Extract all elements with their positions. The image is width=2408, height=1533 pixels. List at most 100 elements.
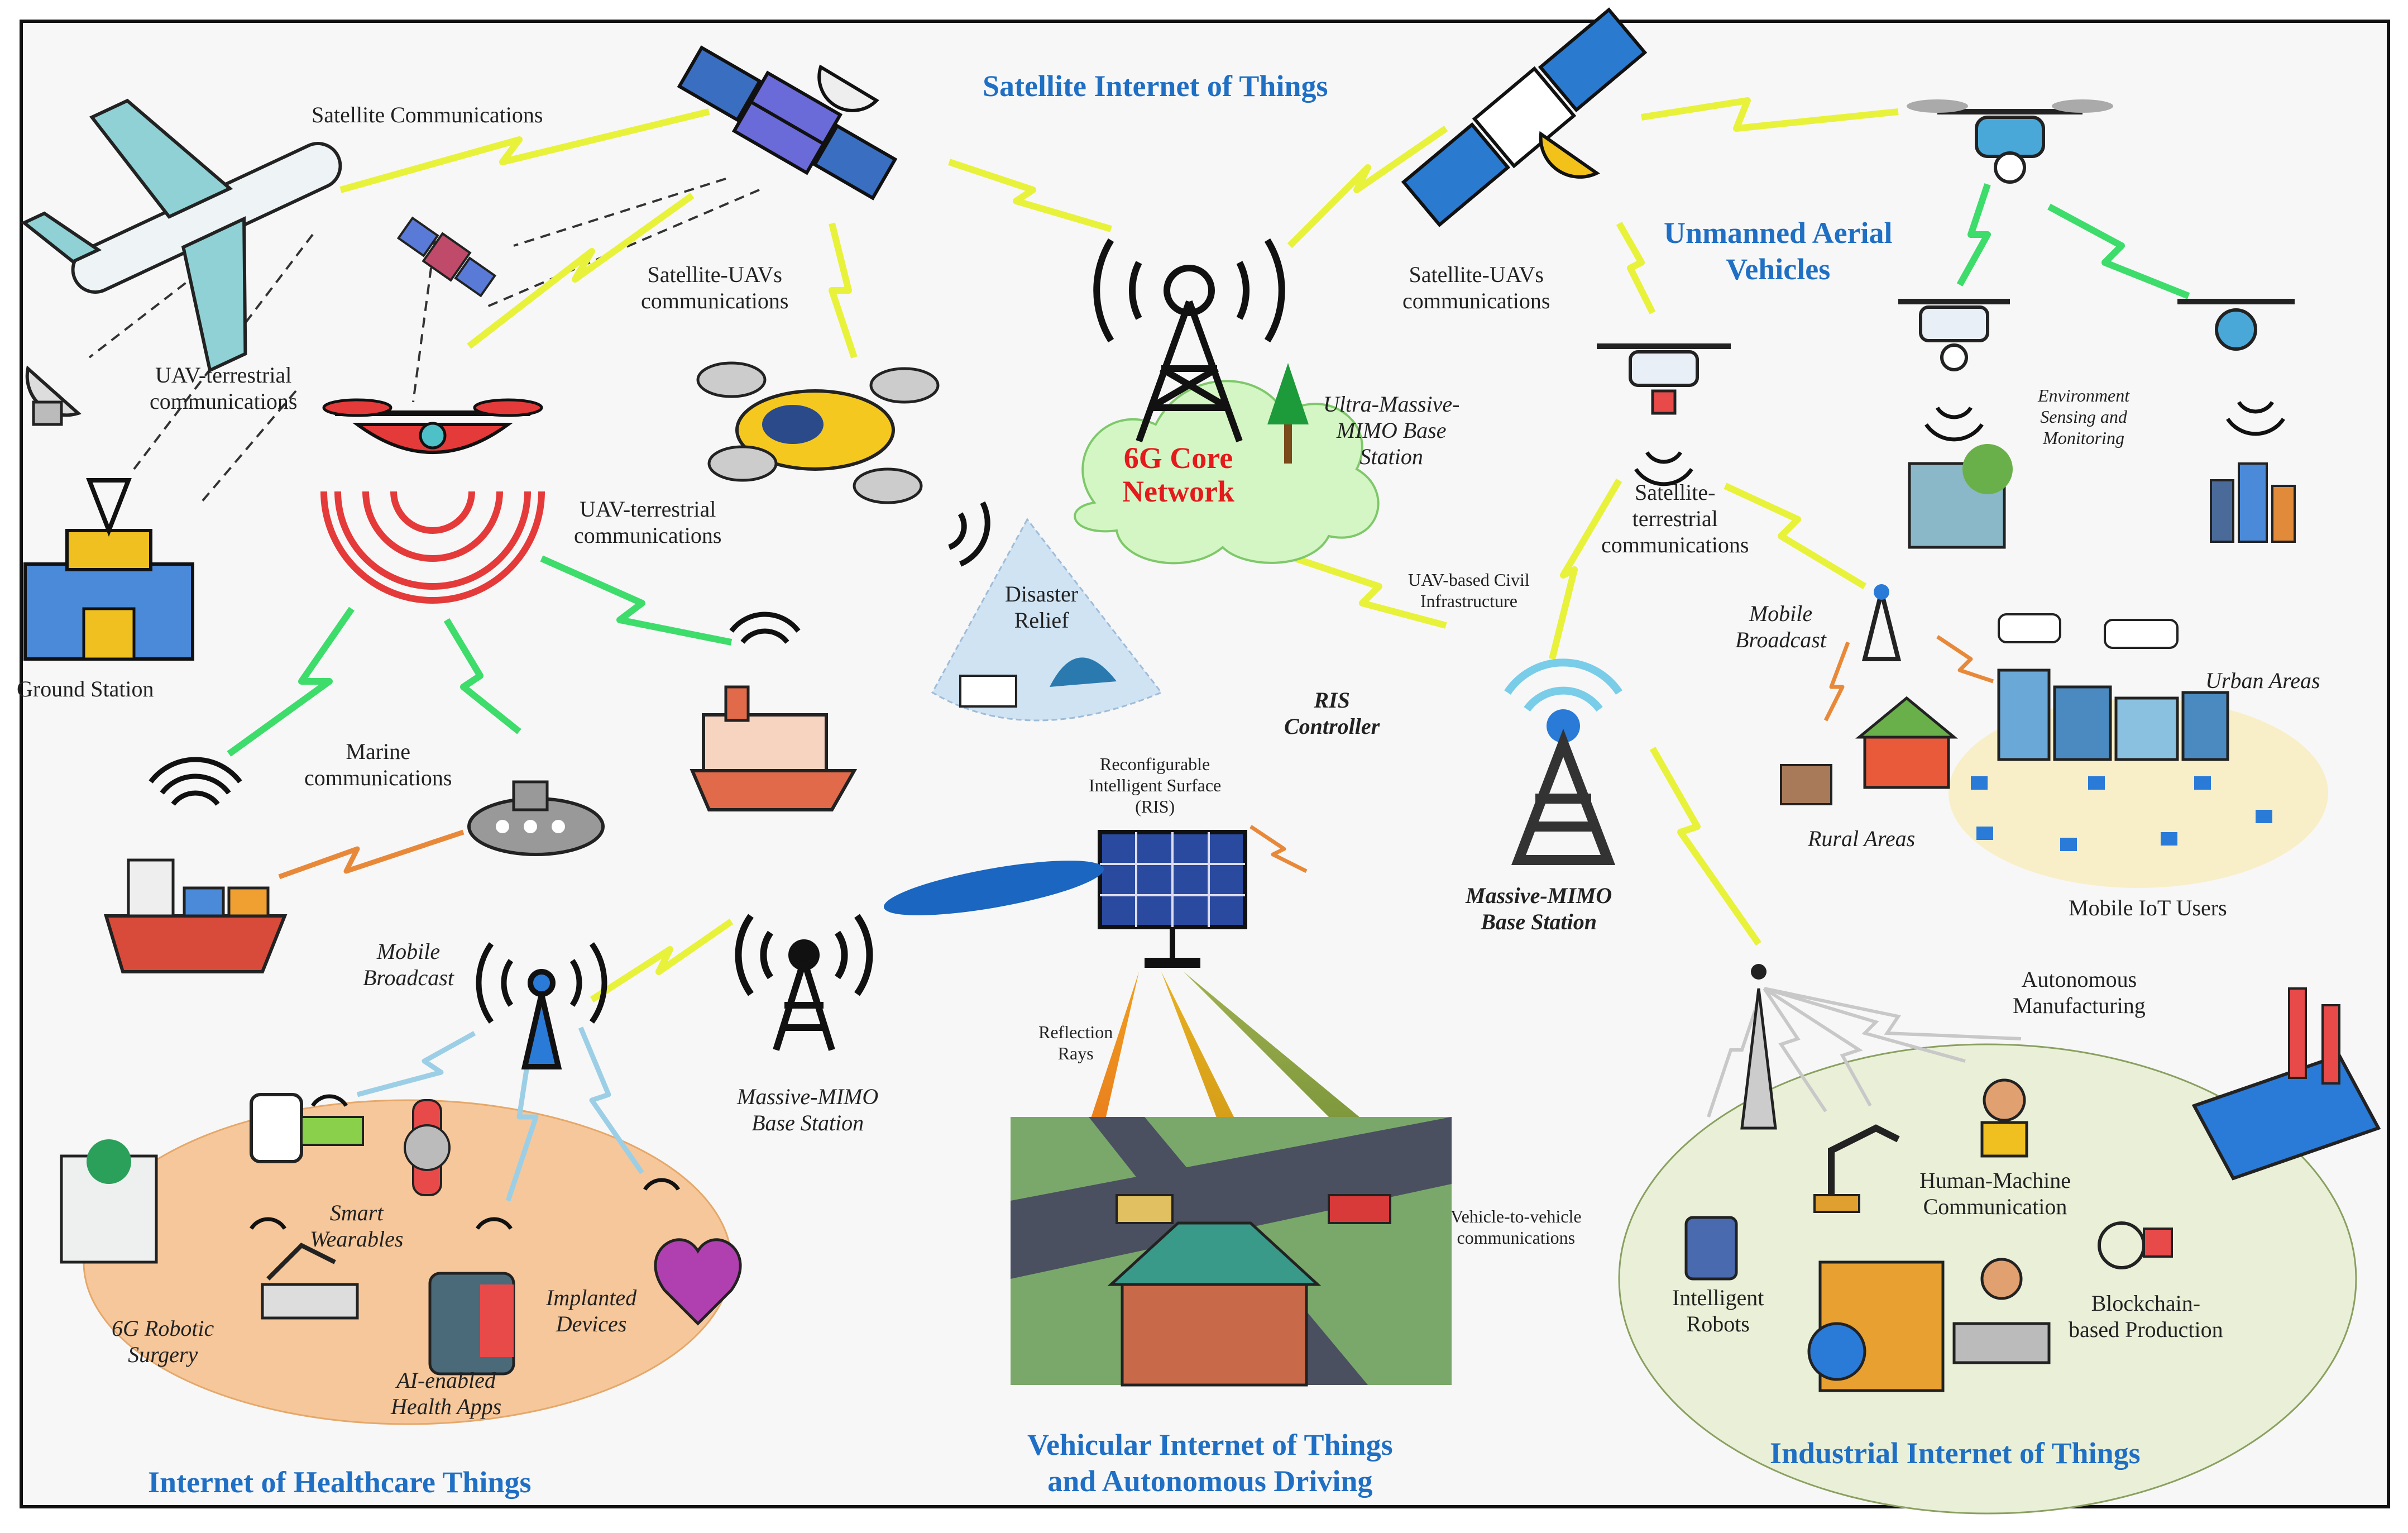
uav-signal-rings — [320, 491, 545, 604]
ground-station-icon — [23, 478, 194, 661]
uav-terrestrial-top-line2: communications — [150, 389, 298, 414]
massive-mimo-right-label: Massive-MIMO Base Station — [1466, 882, 1612, 935]
section-vehicular: Vehicular Internet of Things and Autonom… — [1027, 1427, 1393, 1499]
mimo-tower-right-icon — [1504, 658, 1622, 865]
marine-comms-line2: communications — [304, 765, 452, 791]
factory-links — [1707, 987, 2022, 1117]
ris-panel-icon — [1098, 830, 1247, 968]
urban-areas-label: Urban Areas — [2205, 668, 2320, 693]
ris-controller-line2: Controller — [1284, 714, 1380, 739]
satellite-uavs-right-label: Satellite-UAVs communications — [1402, 261, 1550, 314]
smart-wearables-line1: Smart — [329, 1200, 384, 1225]
robotic-surgery-line2: Surgery — [128, 1342, 198, 1368]
satellite-terrestrial-line3: communications — [1601, 532, 1749, 558]
mimo-tower-left-icon — [735, 914, 873, 1051]
ris-line1: Reconfigurable — [1099, 754, 1210, 774]
environment-building-icon — [1908, 444, 2013, 549]
core-tower-icon — [1093, 238, 1285, 443]
mobile-broadcast-right-line1: Mobile — [1749, 601, 1813, 626]
uav-terrestrial-top-line1: UAV-terrestrial — [155, 362, 292, 388]
satellite-terrestrial-label: Satellite- terrestrial communications — [1601, 479, 1749, 558]
drone-right-icon — [2177, 299, 2295, 351]
signal-waves-icon — [948, 501, 990, 567]
wifi-icon — [250, 1094, 680, 1230]
red-uav-icon — [322, 398, 543, 454]
health-app-icon — [428, 1272, 515, 1376]
broadcast-tower-icon — [1861, 584, 1902, 661]
ris-line2: Intelligent Surface — [1089, 775, 1222, 795]
marine-comms-label: Marine communications — [304, 738, 452, 791]
uav-civil-line2: Infrastructure — [1420, 590, 1517, 611]
smart-city-image — [1011, 1117, 1452, 1387]
section-vehicular-line1: Vehicular Internet of Things — [1027, 1428, 1393, 1462]
section-uav-line1: Unmanned Aerial — [1664, 216, 1893, 250]
cargo-ship-icon — [103, 858, 288, 973]
ultra-mimo-line2: MIMO Base — [1336, 418, 1447, 443]
wifi-icon — [149, 757, 242, 806]
reflection-rays-line2: Rays — [1057, 1043, 1094, 1063]
intelligent-robots-line2: Robots — [1686, 1311, 1750, 1337]
conveyor-icon — [1952, 1258, 2051, 1364]
health-apps-label: AI-enabled Health Apps — [391, 1367, 501, 1420]
env-sensing-label: Environment Sensing and Monitoring — [2038, 385, 2129, 448]
massive-mimo-right-line1: Massive-MIMO — [1466, 883, 1612, 908]
blockchain-line1: Blockchain- — [2091, 1291, 2201, 1316]
hmc-line1: Human-Machine — [1919, 1168, 2071, 1193]
satellite-uavs-right-line2: communications — [1402, 288, 1550, 314]
ultra-mimo-label: Ultra-Massive- MIMO Base Station — [1323, 391, 1459, 470]
iot-user-devices — [1971, 776, 2272, 851]
massive-mimo-right-line2: Base Station — [1481, 909, 1597, 935]
uav-terrestrial-mid-line2: communications — [574, 523, 722, 548]
satellite-right-icon — [1401, 7, 1648, 227]
cruise-ship-icon — [690, 685, 858, 811]
v2v-line1: Vehicle-to-vehicle — [1450, 1206, 1582, 1226]
uav-civil-label: UAV-based Civil Infrastructure — [1408, 570, 1530, 612]
robotic-surgery-line1: 6G Robotic — [112, 1316, 214, 1341]
v2v-label: Vehicle-to-vehicle communications — [1450, 1206, 1582, 1249]
disaster-relief-label: Disaster Relief — [1005, 581, 1078, 633]
env-sensing-line2: Sensing and — [2040, 406, 2127, 427]
worker-icon — [1980, 1078, 2028, 1158]
satellite-dish-icon — [1539, 131, 1600, 179]
heart-implant-icon — [654, 1238, 742, 1326]
blockchain-label: Blockchain- based Production — [2069, 1290, 2223, 1343]
satellite-left-icon — [677, 45, 898, 200]
massive-mimo-left-label: Massive-MIMO Base Station — [737, 1083, 878, 1136]
factory-tower-icon — [1740, 964, 1777, 1130]
core-network-line2: Network — [1122, 475, 1234, 509]
core-cloud — [1074, 380, 1380, 565]
uav-terrestrial-top-label: UAV-terrestrial communications — [150, 362, 297, 414]
section-satellite-iot: Satellite Internet of Things — [983, 69, 1328, 103]
satellite-uavs-right-line1: Satellite-UAVs — [1409, 262, 1544, 287]
satellite-dish-icon — [817, 64, 879, 112]
robot-arm-icon — [1813, 1124, 1900, 1213]
ris-controller-line1: RIS — [1314, 687, 1350, 713]
ultra-mimo-line1: Ultra-Massive- — [1323, 391, 1460, 417]
satellite-uavs-left-label: Satellite-UAVs communications — [641, 261, 788, 314]
ris-controller-label: RIS Controller — [1284, 687, 1380, 739]
uav-terrestrial-mid-label: UAV-terrestrial communications — [574, 496, 721, 548]
ground-station-label: Ground Station — [17, 676, 154, 701]
disaster-relief-line2: Relief — [1014, 608, 1069, 633]
health-apps-line2: Health Apps — [391, 1394, 502, 1420]
mobile-broadcast-left-line1: Mobile — [376, 939, 441, 964]
ris-line3: (RIS) — [1135, 796, 1175, 816]
airplane-icon — [21, 98, 342, 373]
uav-terrestrial-mid-line1: UAV-terrestrial — [580, 496, 716, 522]
drone-mid-icon — [1597, 343, 1731, 415]
uav-civil-line1: UAV-based Civil — [1408, 570, 1530, 590]
health-tower-icon — [476, 942, 607, 1069]
blockchain-icon — [2098, 1221, 2173, 1269]
section-healthcare: Internet of Healthcare Things — [148, 1465, 532, 1499]
intelligent-robot-icon — [1684, 1216, 1738, 1281]
wifi-icon — [729, 612, 801, 644]
drone-top-icon — [1907, 99, 2113, 184]
mobile-broadcast-left-label: Mobile Broadcast — [363, 938, 454, 991]
core-network-line1: 6G Core — [1123, 441, 1233, 475]
section-vehicular-line2: and Autonomous Driving — [1047, 1464, 1373, 1498]
section-uav: Unmanned Aerial Vehicles — [1664, 215, 1893, 288]
rural-areas-label: Rural Areas — [1808, 826, 1916, 851]
smart-wearables-label: Smart Wearables — [310, 1200, 403, 1252]
factory-icon — [2191, 987, 2381, 1181]
